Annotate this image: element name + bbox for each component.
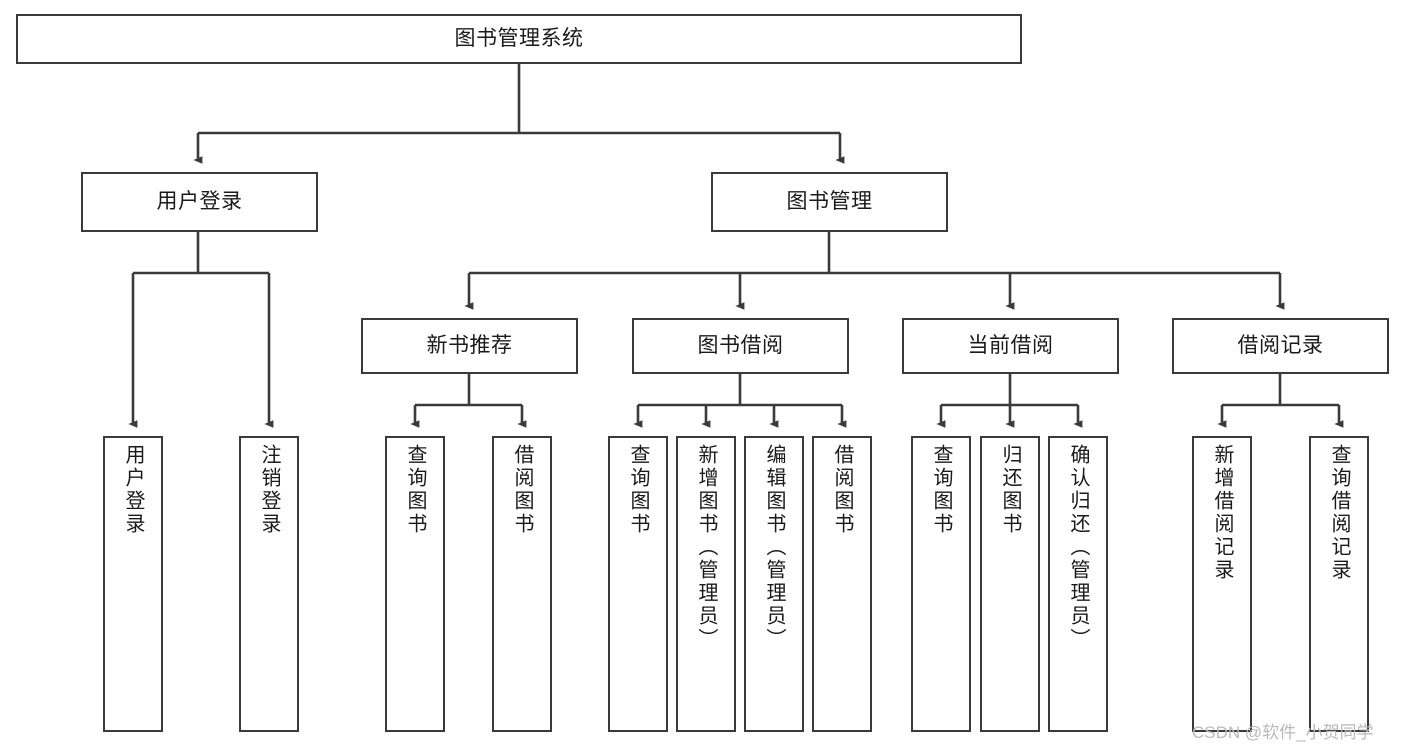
node-book-manage-label: 图书管理 — [786, 189, 873, 213]
node-leaf-cur-return[interactable]: 归还图书 — [980, 436, 1040, 732]
node-leaf-user-logout[interactable]: 注销登录 — [239, 436, 299, 732]
node-book-borrow-label: 图书借阅 — [697, 333, 784, 357]
node-leaf-borrow-add[interactable]: 新增图书（管理员） — [676, 436, 736, 732]
node-leaf-rec-add[interactable]: 新增借阅记录 — [1192, 436, 1252, 732]
node-book-manage[interactable]: 图书管理 — [711, 172, 948, 232]
node-user-login-label: 用户登录 — [156, 189, 243, 213]
node-leaf-borrow-edit[interactable]: 编辑图书（管理员） — [744, 436, 804, 732]
csdn-watermark: CSDN @软件_小贺同学 — [1192, 723, 1374, 742]
node-borrow-record[interactable]: 借阅记录 — [1172, 318, 1389, 374]
node-root-label: 图书管理系统 — [454, 26, 584, 50]
node-leaf-borrow-query-label: 查询图书 — [627, 444, 649, 536]
node-book-borrow[interactable]: 图书借阅 — [632, 318, 849, 374]
node-current-borrow-label: 当前借阅 — [967, 333, 1054, 357]
node-leaf-cur-confirm-label: 确认归还（管理员） — [1067, 444, 1089, 651]
node-root[interactable]: 图书管理系统 — [16, 14, 1022, 64]
node-leaf-borrow-add-label: 新增图书（管理员） — [695, 444, 717, 651]
node-leaf-user-login[interactable]: 用户登录 — [103, 436, 163, 732]
node-current-borrow[interactable]: 当前借阅 — [902, 318, 1119, 374]
node-leaf-borrow-lend-label: 借阅图书 — [831, 444, 853, 536]
node-leaf-rec-query[interactable]: 查询图书 — [385, 436, 445, 732]
node-user-login[interactable]: 用户登录 — [81, 172, 318, 232]
node-leaf-cur-return-label: 归还图书 — [999, 444, 1021, 536]
node-leaf-rec-query-label: 查询图书 — [404, 444, 426, 536]
node-new-book-rec-label: 新书推荐 — [426, 333, 513, 357]
node-leaf-borrow-lend[interactable]: 借阅图书 — [812, 436, 872, 732]
node-leaf-rec-borrow[interactable]: 借阅图书 — [492, 436, 552, 732]
node-leaf-rec-search[interactable]: 查询借阅记录 — [1309, 436, 1369, 732]
node-leaf-borrow-edit-label: 编辑图书（管理员） — [763, 444, 785, 651]
node-borrow-record-label: 借阅记录 — [1237, 333, 1324, 357]
node-new-book-rec[interactable]: 新书推荐 — [361, 318, 578, 374]
node-leaf-cur-query[interactable]: 查询图书 — [911, 436, 971, 732]
node-leaf-rec-search-label: 查询借阅记录 — [1328, 444, 1350, 582]
node-leaf-cur-query-label: 查询图书 — [930, 444, 952, 536]
node-leaf-cur-confirm[interactable]: 确认归还（管理员） — [1048, 436, 1108, 732]
node-leaf-rec-borrow-label: 借阅图书 — [511, 444, 533, 536]
node-leaf-user-logout-label: 注销登录 — [258, 444, 280, 536]
node-leaf-rec-add-label: 新增借阅记录 — [1211, 444, 1233, 582]
node-leaf-borrow-query[interactable]: 查询图书 — [608, 436, 668, 732]
node-leaf-user-login-label: 用户登录 — [122, 444, 144, 536]
